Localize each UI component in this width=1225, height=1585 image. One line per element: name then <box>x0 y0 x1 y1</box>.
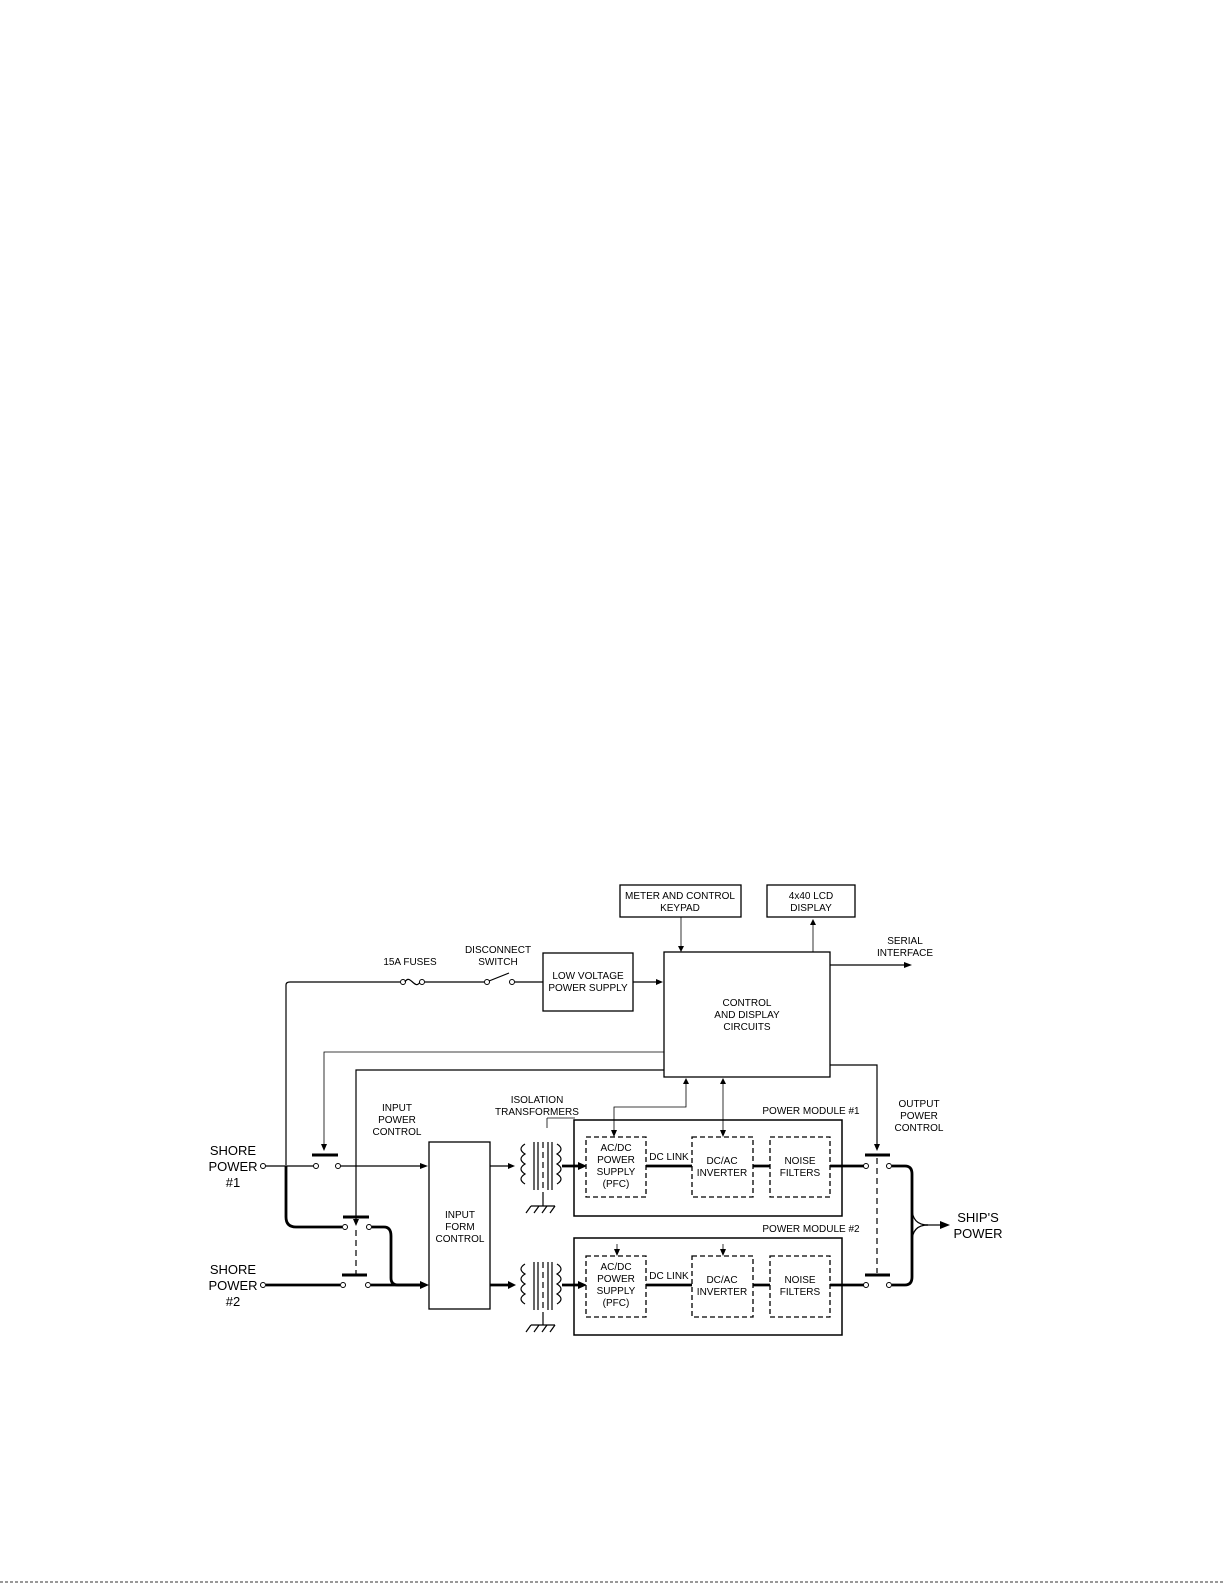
svg-text:POWER: POWER <box>208 1278 257 1293</box>
svg-text:(PFC): (PFC) <box>603 1179 630 1190</box>
svg-text:INPUT: INPUT <box>445 1210 475 1221</box>
power-module-2: POWER MODULE #2 AC/DC POWER SUPPLY (PFC)… <box>573 1224 865 1336</box>
svg-text:#2: #2 <box>226 1294 240 1309</box>
low-voltage-power-supply-block: LOW VOLTAGE POWER SUPPLY <box>542 952 634 1012</box>
svg-text:SHORE: SHORE <box>210 1262 257 1277</box>
svg-text:DC/AC: DC/AC <box>706 1156 737 1167</box>
svg-text:DC/AC: DC/AC <box>706 1275 737 1286</box>
ships-power-label: SHIP'S POWER <box>953 1210 1002 1241</box>
fuses-label: 15A FUSES <box>383 957 437 968</box>
input-form-control-block: INPUT FORM CONTROL <box>428 1141 491 1310</box>
acdc-power-supply-1: AC/DC POWER SUPPLY (PFC) <box>585 1136 647 1198</box>
dc-link-label-2: DC LINK <box>649 1271 689 1282</box>
svg-text:SHORE: SHORE <box>210 1143 257 1158</box>
svg-text:POWER: POWER <box>597 1274 635 1285</box>
svg-text:FILTERS: FILTERS <box>780 1287 821 1298</box>
svg-text:INVERTER: INVERTER <box>697 1168 747 1179</box>
output-contactor-2 <box>863 1273 892 1288</box>
output-contactor-1 <box>863 1153 892 1169</box>
svg-text:POWER: POWER <box>953 1226 1002 1241</box>
svg-text:AC/DC: AC/DC <box>600 1262 631 1273</box>
shore-power-2-terminal <box>260 1282 266 1288</box>
svg-text:INPUT: INPUT <box>382 1103 412 1114</box>
input-contactor-1 <box>312 1153 341 1169</box>
svg-text:POWER: POWER <box>597 1155 635 1166</box>
lcd-label-line2: DISPLAY <box>790 903 832 914</box>
power-module-1: POWER MODULE #1 AC/DC POWER SUPPLY (PFC)… <box>573 1106 865 1217</box>
disconnect-switch-label-line1: DISCONNECT <box>465 945 531 956</box>
disconnect-switch-symbol <box>484 972 515 985</box>
isolation-transformer-1 <box>520 1142 562 1214</box>
svg-text:INVERTER: INVERTER <box>697 1287 747 1298</box>
svg-text:NOISE: NOISE <box>784 1156 815 1167</box>
control-label-line1: CONTROL <box>723 998 772 1009</box>
svg-text:TRANSFORMERS: TRANSFORMERS <box>495 1107 579 1118</box>
shore-power-1-terminal <box>260 1163 266 1169</box>
input-power-control-label: INPUT POWER CONTROL <box>373 1103 422 1138</box>
svg-text:SHIP'S: SHIP'S <box>957 1210 999 1225</box>
shore-power-1-label: SHORE POWER #1 <box>208 1143 257 1190</box>
svg-text:FILTERS: FILTERS <box>780 1168 821 1179</box>
svg-text:CONTROL: CONTROL <box>373 1127 422 1138</box>
svg-text:SUPPLY: SUPPLY <box>597 1167 636 1178</box>
svg-text:SUPPLY: SUPPLY <box>597 1286 636 1297</box>
transfer-contactor <box>342 1215 372 1230</box>
svg-text:POWER: POWER <box>378 1115 416 1126</box>
lvps-label-line1: LOW VOLTAGE <box>552 971 624 982</box>
lcd-label-line1: 4x40 LCD <box>789 891 833 902</box>
svg-text:ISOLATION: ISOLATION <box>511 1095 564 1106</box>
meter-control-keypad-block: METER AND CONTROL KEYPAD <box>619 884 742 918</box>
dc-link-label-1: DC LINK <box>649 1152 689 1163</box>
svg-text:POWER: POWER <box>208 1159 257 1174</box>
svg-text:(PFC): (PFC) <box>603 1298 630 1309</box>
svg-text:POWER: POWER <box>900 1111 938 1122</box>
svg-text:#1: #1 <box>226 1175 240 1190</box>
noise-filters-1: NOISE FILTERS <box>769 1136 831 1198</box>
svg-text:AC/DC: AC/DC <box>600 1143 631 1154</box>
dcac-inverter-2: DC/AC INVERTER <box>691 1255 754 1318</box>
power-module-1-title: POWER MODULE #1 <box>762 1106 860 1117</box>
shore-power-2-label: SHORE POWER #2 <box>208 1262 257 1309</box>
acdc-power-supply-2: AC/DC POWER SUPPLY (PFC) <box>585 1255 647 1318</box>
svg-text:CONTROL: CONTROL <box>895 1123 944 1134</box>
serial-interface-label-line1: SERIAL <box>887 936 923 947</box>
serial-interface-label-line2: INTERFACE <box>877 948 933 959</box>
isolation-transformers-label: ISOLATION TRANSFORMERS <box>495 1095 579 1118</box>
input-contactor-2 <box>340 1273 371 1288</box>
noise-filters-2: NOISE FILTERS <box>769 1255 831 1318</box>
svg-text:CONTROL: CONTROL <box>436 1234 485 1245</box>
control-display-circuits-block: CONTROL AND DISPLAY CIRCUITS <box>663 951 831 1078</box>
fuse-symbol <box>400 978 425 986</box>
power-module-2-title: POWER MODULE #2 <box>762 1224 860 1235</box>
output-power-control-label: OUTPUT POWER CONTROL <box>895 1099 944 1134</box>
svg-text:OUTPUT: OUTPUT <box>898 1099 939 1110</box>
lcd-display-block: 4x40 LCD DISPLAY <box>766 884 856 918</box>
ground-symbol-2 <box>525 1318 556 1333</box>
lvps-label-line2: POWER SUPPLY <box>548 983 628 994</box>
disconnect-switch-label-line2: SWITCH <box>478 957 517 968</box>
control-label-line2: AND DISPLAY <box>714 1010 780 1021</box>
keypad-label-line1: METER AND CONTROL <box>625 891 735 902</box>
control-label-line3: CIRCUITS <box>723 1022 771 1033</box>
keypad-label-line2: KEYPAD <box>660 903 700 914</box>
dcac-inverter-1: DC/AC INVERTER <box>691 1136 754 1198</box>
svg-text:NOISE: NOISE <box>784 1275 815 1286</box>
isolation-transformer-2 <box>520 1262 562 1333</box>
svg-text:FORM: FORM <box>445 1222 474 1233</box>
ground-symbol-1 <box>525 1198 556 1214</box>
